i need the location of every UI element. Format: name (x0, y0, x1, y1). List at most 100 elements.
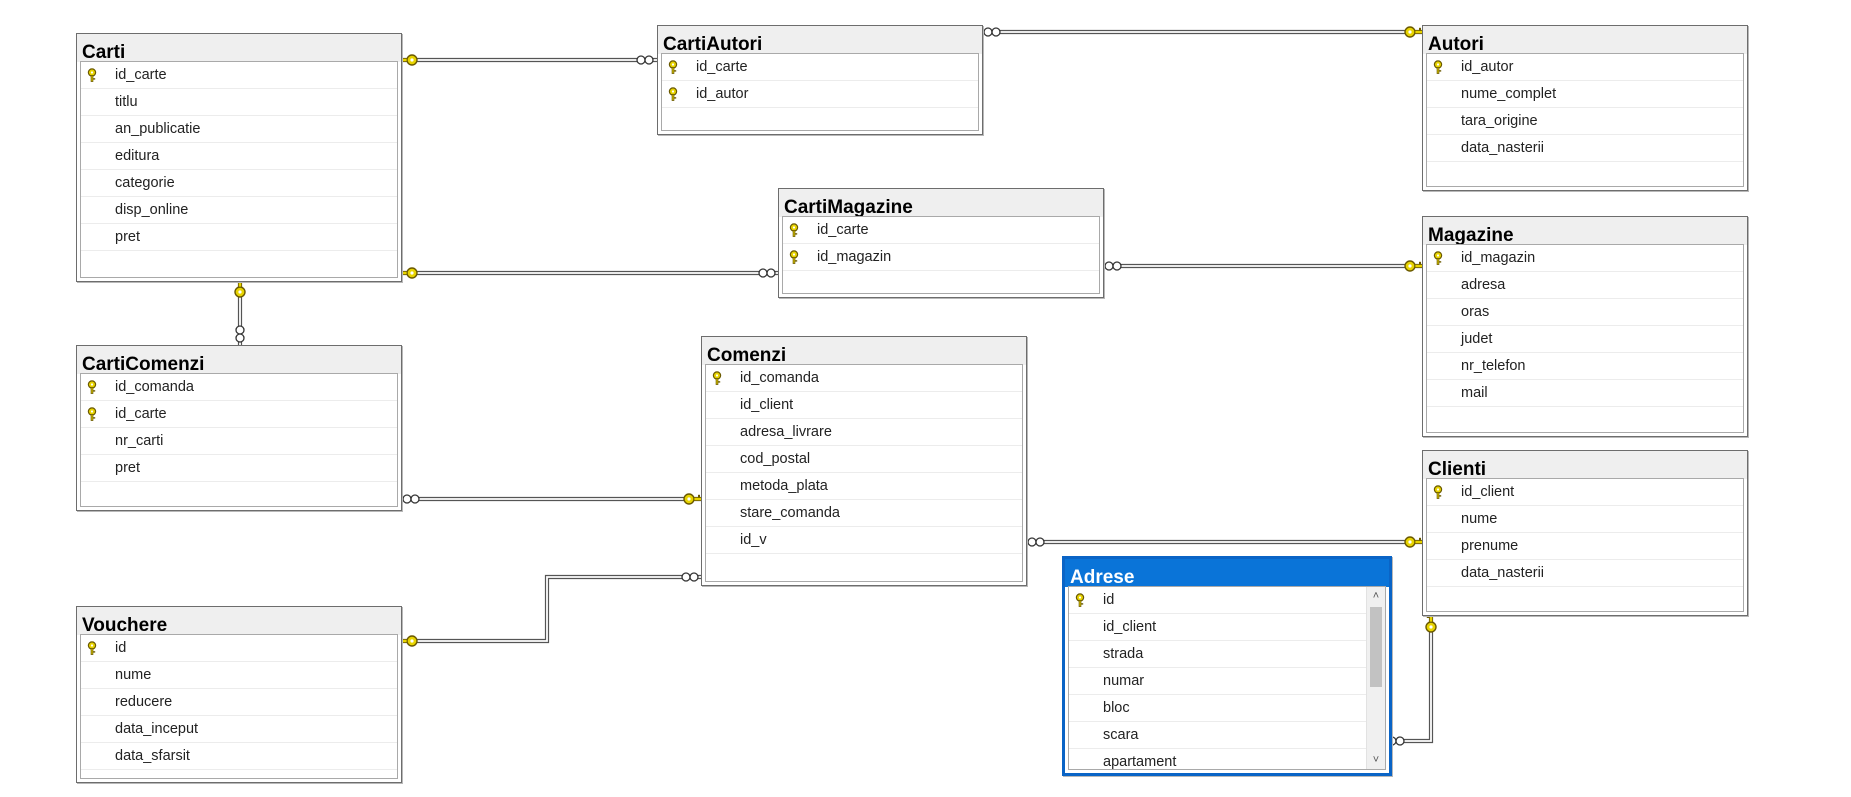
column-row[interactable]: id_carte (783, 217, 1099, 244)
column-row[interactable]: adresa_livrare (706, 419, 1022, 446)
table-title[interactable]: Comenzi (702, 337, 1026, 365)
column-row[interactable]: id_comanda (81, 374, 397, 401)
column-row[interactable]: id_autor (662, 81, 978, 108)
column-name: numar (1103, 673, 1145, 689)
column-name: id_carte (817, 222, 869, 238)
column-row[interactable]: scara (1069, 722, 1366, 749)
column-row[interactable]: strada (1069, 641, 1366, 668)
column-row[interactable]: disp_online (81, 197, 397, 224)
column-name: stare_comanda (740, 505, 840, 521)
table-cartiautori[interactable]: CartiAutori id_carte id_autor (657, 25, 983, 135)
column-row[interactable]: prenume (1427, 533, 1743, 560)
table-title[interactable]: Magazine (1423, 217, 1747, 245)
column-name: adresa (1461, 277, 1506, 293)
table-title[interactable]: CartiMagazine (779, 189, 1103, 217)
column-row[interactable]: id_carte (81, 401, 397, 428)
column-row[interactable]: id_carte (81, 62, 397, 89)
chevron-down-icon[interactable]: ˅ (1372, 754, 1380, 766)
infinity-endpoint-icon (681, 572, 699, 582)
relationship-vouchere-comenzi[interactable] (400, 574, 701, 644)
infinity-endpoint-icon (758, 268, 776, 278)
column-row[interactable]: id_client (1069, 614, 1366, 641)
column-row[interactable]: id (1069, 587, 1366, 614)
column-row[interactable]: nume_complet (1427, 81, 1743, 108)
column-row[interactable]: reducere (81, 689, 397, 716)
column-row[interactable]: mail (1427, 380, 1743, 407)
column-row[interactable]: nume (1427, 506, 1743, 533)
chevron-up-icon[interactable]: ˄ (1372, 590, 1380, 602)
column-name: mail (1461, 385, 1488, 401)
column-name: id_autor (1461, 59, 1514, 75)
scroll-thumb[interactable] (1370, 607, 1382, 687)
table-title[interactable]: Adrese (1065, 559, 1389, 587)
key-icon (86, 68, 98, 82)
column-name: id (115, 640, 127, 656)
infinity-endpoint-icon (235, 325, 245, 343)
column-row[interactable]: id_client (1427, 479, 1743, 506)
table-title[interactable]: Vouchere (77, 607, 401, 635)
column-row[interactable]: id (81, 635, 397, 662)
relationship-clienti-adrese[interactable] (1386, 614, 1434, 744)
column-name: nume_complet (1461, 86, 1557, 102)
vertical-scrollbar[interactable]: ˄˅ (1366, 587, 1385, 769)
column-row[interactable]: oras (1427, 299, 1743, 326)
key-icon (667, 60, 679, 74)
column-row[interactable]: nr_telefon (1427, 353, 1743, 380)
column-row[interactable]: pret (81, 224, 397, 251)
column-row[interactable]: data_inceput (81, 716, 397, 743)
table-title[interactable]: Clienti (1423, 451, 1747, 479)
column-name: data_inceput (115, 721, 199, 737)
column-row[interactable]: nume (81, 662, 397, 689)
table-title[interactable]: CartiComenzi (77, 346, 401, 374)
column-row[interactable]: data_nasterii (1427, 135, 1743, 162)
table-cartimagazine[interactable]: CartiMagazine id_carte id_magazin (778, 188, 1104, 298)
infinity-endpoint-icon (983, 27, 1001, 37)
column-name: titlu (115, 94, 138, 110)
column-row[interactable]: judet (1427, 326, 1743, 353)
column-row[interactable]: id_carte (662, 54, 978, 81)
table-title[interactable]: CartiAutori (658, 26, 982, 54)
column-row[interactable]: bloc (1069, 695, 1366, 722)
column-name: id_client (1461, 484, 1515, 500)
column-row[interactable]: tara_origine (1427, 108, 1743, 135)
column-row[interactable]: stare_comanda (706, 500, 1022, 527)
table-title[interactable]: Autori (1423, 26, 1747, 54)
column-row[interactable]: adresa (1427, 272, 1743, 299)
column-row[interactable]: editura (81, 143, 397, 170)
column-row[interactable]: cod_postal (706, 446, 1022, 473)
column-row[interactable]: an_publicatie (81, 116, 397, 143)
column-row[interactable]: apartament (1069, 749, 1366, 769)
column-row[interactable]: titlu (81, 89, 397, 116)
column-name: oras (1461, 304, 1490, 320)
column-row[interactable]: data_nasterii (1427, 560, 1743, 587)
column-row[interactable]: metoda_plata (706, 473, 1022, 500)
table-title[interactable]: Carti (77, 34, 401, 62)
column-row[interactable]: id_client (706, 392, 1022, 419)
column-row[interactable]: id_v (706, 527, 1022, 554)
column-row[interactable]: pret (81, 455, 397, 482)
column-list: id_carte id_magazin (782, 216, 1100, 294)
column-row[interactable]: nr_carti (81, 428, 397, 455)
column-row[interactable]: id_magazin (783, 244, 1099, 271)
column-row[interactable]: id_comanda (706, 365, 1022, 392)
column-name: metoda_plata (740, 478, 828, 494)
column-row[interactable]: numar (1069, 668, 1366, 695)
column-name: tara_origine (1461, 113, 1538, 129)
column-name: an_publicatie (115, 121, 201, 137)
column-row[interactable]: id_autor (1427, 54, 1743, 81)
column-row[interactable]: categorie (81, 170, 397, 197)
infinity-endpoint-icon (1104, 261, 1122, 271)
column-row[interactable]: data_sfarsit (81, 743, 397, 770)
column-row[interactable]: id_magazin (1427, 245, 1743, 272)
